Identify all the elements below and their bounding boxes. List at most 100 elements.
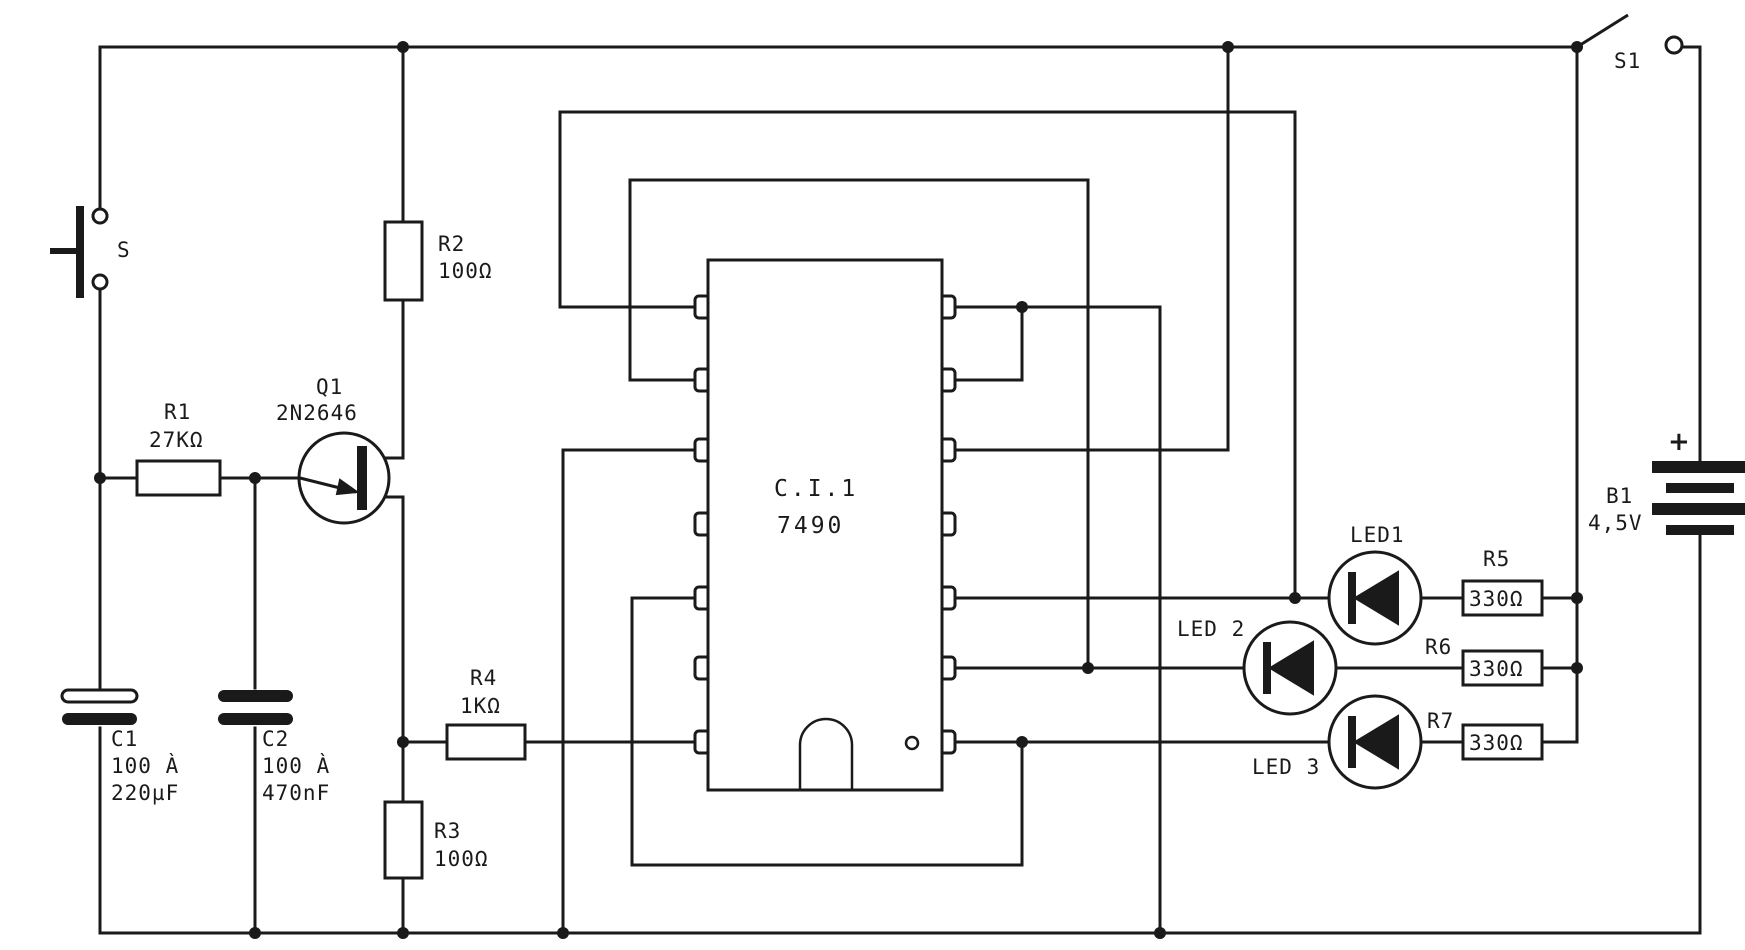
resistor-r1-value: 27KΩ xyxy=(149,428,204,452)
wire-pin-r3 xyxy=(953,45,1230,452)
ic-body xyxy=(706,258,944,792)
capacitor-c2: C2 100 À 470nF xyxy=(218,690,330,805)
resistor-r2-name: R2 xyxy=(438,232,465,256)
resistor-r6-value: 330Ω xyxy=(1469,657,1524,681)
transistor-q1-name: Q1 xyxy=(316,375,343,399)
wire-pin-r1 xyxy=(953,305,1162,935)
junction-dot xyxy=(397,927,409,939)
led-anode-triangle xyxy=(1268,640,1314,696)
pushbutton-contact xyxy=(91,207,109,225)
wire-pin-l1 xyxy=(558,110,1297,600)
pushbutton-label: S xyxy=(117,238,131,262)
led-anode-triangle xyxy=(1353,570,1399,626)
capacitor-c1: C1 100 À 220µF xyxy=(60,688,179,805)
resistor-r1-name: R1 xyxy=(164,400,191,424)
wire-pin-l3 xyxy=(561,448,697,935)
junction-dot xyxy=(1082,662,1094,674)
wire-pin-l5 xyxy=(630,596,1024,867)
ic-name: C.I.1 xyxy=(774,476,858,502)
junction-dot xyxy=(1016,301,1028,313)
switch-s1: S1 xyxy=(1576,13,1684,73)
battery-positive-plate xyxy=(1652,503,1745,515)
switch-s1-contact xyxy=(1664,35,1684,55)
capacitor-c1-plate-positive xyxy=(60,688,139,704)
resistor-body xyxy=(1461,579,1544,617)
wire-s1-down xyxy=(1680,45,1702,467)
resistor-r4: R4 1KΩ xyxy=(445,666,527,761)
wire-pin-l2 xyxy=(628,178,1090,670)
resistor-body xyxy=(383,800,424,880)
resistor-r1: R1 27KΩ xyxy=(135,400,222,497)
resistor-r6-name: R6 xyxy=(1425,635,1452,659)
led1-label: LED1 xyxy=(1350,523,1405,547)
battery-polarity: + xyxy=(1668,427,1690,457)
resistor-r6: 330Ω R6 xyxy=(1425,635,1544,687)
capacitor-c2-name: C2 xyxy=(262,727,289,751)
resistor-r3: R3 100Ω xyxy=(383,800,489,880)
resistor-r3-value: 100Ω xyxy=(434,847,489,871)
junction-dot xyxy=(1571,592,1583,604)
resistor-r5: 330Ω R5 xyxy=(1461,547,1544,617)
led-anode-triangle xyxy=(1353,714,1399,770)
switch-s1-label: S1 xyxy=(1614,49,1641,73)
led2-label: LED 2 xyxy=(1177,617,1245,641)
junction-dot xyxy=(557,927,569,939)
wire-r2-bottom xyxy=(363,298,405,460)
resistor-body xyxy=(383,220,424,302)
junction-dot xyxy=(397,736,409,748)
capacitor-c2-plate xyxy=(218,690,293,702)
resistor-body xyxy=(135,459,222,497)
junction-dot xyxy=(249,927,261,939)
led3: LED 3 xyxy=(1252,694,1423,790)
junction-dot xyxy=(397,41,409,53)
resistor-r3-name: R3 xyxy=(434,819,461,843)
junction-dot xyxy=(1289,592,1301,604)
capacitor-c1-range: 100 À xyxy=(111,753,179,778)
led3-label: LED 3 xyxy=(1252,755,1320,779)
battery-name: B1 xyxy=(1606,484,1633,508)
transistor-q1-type: 2N2646 xyxy=(276,401,358,425)
ic-notch xyxy=(798,717,854,790)
wire-pin-r2 xyxy=(953,305,1024,382)
ic-pin1-marker xyxy=(904,735,920,751)
capacitor-c2-plate xyxy=(218,713,293,725)
ic-7490: C.I.1 7490 xyxy=(693,258,957,792)
resistor-r7-value: 330Ω xyxy=(1469,731,1524,755)
battery-voltage: 4,5V xyxy=(1588,511,1643,535)
junction-dot xyxy=(249,472,261,484)
resistor-r2: R2 100Ω xyxy=(383,220,493,302)
battery-negative-plate xyxy=(1666,525,1734,535)
resistor-r7: 330Ω R7 xyxy=(1427,709,1544,761)
resistor-r5-value: 330Ω xyxy=(1469,587,1524,611)
capacitor-c1-plate-negative xyxy=(62,713,137,725)
junction-dot xyxy=(1154,927,1166,939)
switch-s1-lever xyxy=(1576,13,1629,49)
junctions xyxy=(94,41,1583,939)
pushbutton-contact xyxy=(91,273,109,291)
resistor-body xyxy=(1461,649,1544,687)
resistor-r5-name: R5 xyxy=(1483,547,1510,571)
resistor-body xyxy=(1461,723,1544,761)
wires xyxy=(98,45,1702,935)
ic-type: 7490 xyxy=(777,513,844,539)
resistor-body xyxy=(445,723,527,761)
resistor-r7-name: R7 xyxy=(1427,709,1454,733)
battery-negative-plate xyxy=(1666,483,1734,493)
resistor-r4-name: R4 xyxy=(470,666,497,690)
junction-dot xyxy=(1571,662,1583,674)
capacitor-c2-value: 470nF xyxy=(262,781,330,805)
resistor-r2-value: 100Ω xyxy=(438,259,493,283)
resistor-r4-value: 1KΩ xyxy=(460,694,501,718)
capacitor-c1-name: C1 xyxy=(111,727,138,751)
pushbutton-s: S xyxy=(50,206,131,298)
transistor-emitter-arrow xyxy=(335,478,360,496)
wire-q1-b1 xyxy=(363,495,405,804)
led2: LED 2 xyxy=(1177,617,1338,716)
led1: LED1 xyxy=(1327,523,1423,646)
battery-positive-plate xyxy=(1652,461,1745,473)
capacitor-c1-value: 220µF xyxy=(111,781,179,805)
junction-dot xyxy=(1222,41,1234,53)
junction-dot xyxy=(1016,736,1028,748)
transistor-envelope xyxy=(297,431,391,525)
battery-b1: + B1 4,5V xyxy=(1588,427,1745,535)
